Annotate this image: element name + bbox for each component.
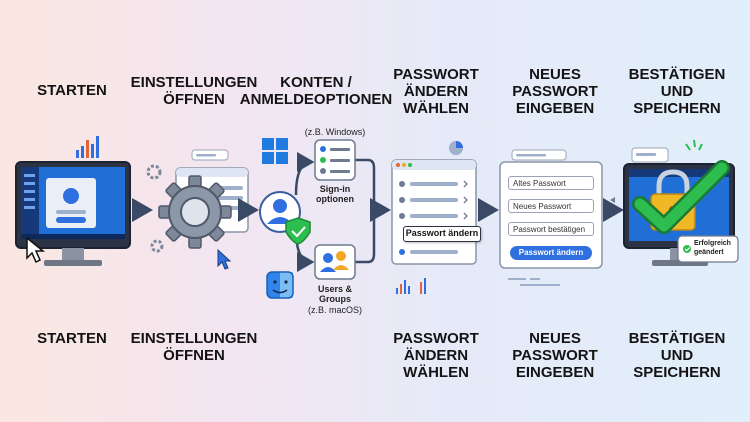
finder-icon: [266, 271, 294, 299]
top-label-einstellungen: EINSTELLUNGEN ÖFFNEN: [131, 74, 258, 108]
label-line: ÄNDERN: [403, 347, 469, 364]
change-password-menu-item[interactable]: Passwort ändern: [403, 226, 481, 242]
toast-card: [677, 235, 739, 263]
user-shield-icon: [259, 191, 311, 245]
signin-label-line: optionen: [316, 194, 354, 204]
pie-chart-icon: [449, 141, 463, 155]
toast-line: Erfolgreich: [694, 240, 731, 247]
label-line: KONTEN /: [280, 74, 352, 91]
label-line: BESTÄTIGEN: [628, 330, 726, 347]
label-line: STARTEN: [37, 330, 107, 347]
users-label-line: Groups: [318, 294, 351, 304]
label-line: EINSTELLUNGEN: [130, 330, 258, 347]
label-line: EINSTELLUNGEN: [130, 74, 258, 91]
success-toast: Erfolgreich geändert: [694, 239, 738, 257]
users-groups-label: Users & Groups: [318, 284, 352, 304]
windows-logo-icon: [262, 138, 288, 164]
toast-line: geändert: [694, 249, 724, 256]
label-line: ÖFFNEN: [163, 347, 225, 364]
gear-icon: [158, 175, 232, 249]
decor-bars: [396, 278, 426, 294]
users-icon: [314, 244, 356, 280]
bottom-label-starten: STARTEN: [37, 330, 107, 347]
windows-note: (z.B. Windows): [304, 127, 366, 137]
label-line: NEUES: [529, 330, 581, 347]
label-line: SPEICHERN: [633, 100, 721, 117]
top-label-starten: STARTEN: [37, 82, 107, 99]
label-line: ÄNDERN: [403, 83, 469, 100]
top-label-bestaetigen: BESTÄTIGEN UND SPEICHERN: [629, 66, 726, 117]
bottom-label-neues-passwort: NEUES PASSWORT EINGEBEN: [512, 330, 598, 381]
label-line: PASSWORT: [512, 83, 598, 100]
old-password-field[interactable]: Altes Passwort: [508, 176, 594, 190]
signin-label: Sign-in optionen: [316, 184, 354, 204]
top-label-passwort-aendern: PASSWORT ÄNDERN WÄHLEN: [393, 66, 479, 117]
users-label-line: Users &: [317, 284, 353, 294]
label-line: PASSWORT: [393, 330, 479, 347]
label-line: STARTEN: [37, 82, 107, 99]
submit-change-password-button[interactable]: Passwort ändern: [510, 246, 592, 260]
label-line: PASSWORT: [512, 347, 598, 364]
macos-note: (z.B. macOS): [307, 305, 363, 315]
label-line: EINGEBEN: [515, 100, 595, 117]
label-line: BESTÄTIGEN: [628, 66, 726, 83]
cursor-icon: [26, 236, 46, 264]
bottom-label-bestaetigen: BESTÄTIGEN UND SPEICHERN: [629, 330, 726, 381]
new-password-field[interactable]: Neues Passwort: [508, 199, 594, 213]
bottom-label-passwort-aendern: PASSWORT ÄNDERN WÄHLEN: [393, 330, 479, 381]
top-label-neues-passwort: NEUES PASSWORT EINGEBEN: [512, 66, 598, 117]
small-gear-icon: [146, 164, 164, 253]
cursor-icon: [217, 248, 232, 270]
label-line: ÖFFNEN: [163, 91, 225, 108]
label-line: UND: [660, 83, 694, 100]
label-line: ANMELDEOPTIONEN: [239, 91, 393, 108]
decor-lines: [508, 278, 560, 286]
bar-chart-icon: [76, 136, 99, 158]
label-line: WÄHLEN: [403, 100, 469, 117]
decor-ticks: [685, 139, 703, 151]
confirm-password-field[interactable]: Passwort bestätigen: [508, 222, 594, 236]
checkmark-icon: [632, 160, 730, 234]
top-label-konten: KONTEN / ANMELDEOPTIONEN: [240, 74, 393, 108]
settings-menu-window: [391, 159, 477, 265]
label-line: WÄHLEN: [403, 364, 469, 381]
signin-card: [314, 139, 356, 181]
bottom-label-einstellungen: EINSTELLUNGEN ÖFFNEN: [131, 330, 258, 364]
label-line: EINGEBEN: [515, 364, 595, 381]
label-line: NEUES: [529, 66, 581, 83]
label-line: SPEICHERN: [633, 364, 721, 381]
monitor-icon: [15, 161, 131, 266]
label-line: UND: [660, 347, 694, 364]
label-line: PASSWORT: [393, 66, 479, 83]
signin-label-line: Sign-in: [319, 184, 351, 194]
